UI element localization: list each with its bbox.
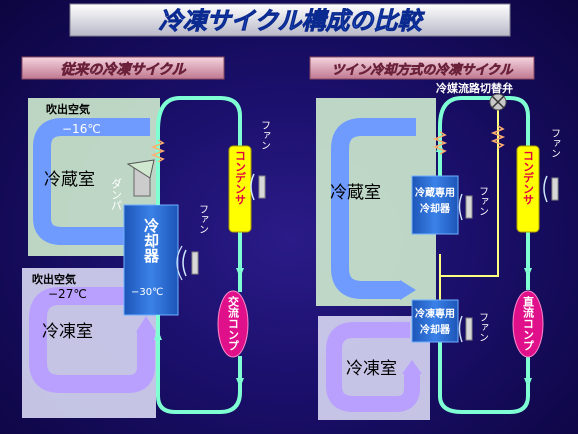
- fan-icon: [465, 195, 473, 219]
- cooler-temp: −30℃: [131, 287, 163, 298]
- fan-icon: [551, 177, 559, 201]
- right-pipe-bypass: [439, 104, 499, 300]
- freezer-cooler-label-1: 冷凍専用: [415, 307, 455, 320]
- fridge-cooler: 冷蔵専用 冷却器: [411, 175, 459, 235]
- fridge-cooler-label-2: 冷却器: [420, 202, 451, 215]
- left-heading: 従来の冷凍サイクル: [60, 61, 186, 78]
- right-fridge-airflow: [331, 118, 416, 299]
- freezer-label: 冷凍室: [42, 322, 93, 342]
- right-compressor-label: 直流コンプ: [522, 295, 535, 351]
- freezer-cooler-label-2: 冷却器: [420, 323, 451, 336]
- left-condenser-fan: ファン: [250, 120, 270, 201]
- left-panel: 従来の冷凍サイクル 吹出空気 −16℃ 冷蔵室 吹出空気 −27℃ 冷凍室 ダン…: [21, 56, 270, 418]
- right-condenser: コンデンサ: [516, 145, 540, 233]
- left-refrigerant-pipe: [156, 96, 242, 414]
- cooler-fan: ファン: [176, 204, 208, 281]
- right-heading: ツイン冷却方式の冷凍サイクル: [331, 62, 513, 78]
- freezer-air-label: 吹出空気: [32, 272, 76, 286]
- right-freezer-airflow: [326, 322, 420, 412]
- damper: ダンパ: [110, 159, 155, 211]
- left-heading-box: [21, 56, 225, 80]
- fridge-label: 冷蔵室: [44, 170, 95, 190]
- right-fridge-label: 冷蔵室: [330, 183, 381, 203]
- fridge-cooler-fan: ファン: [458, 186, 488, 221]
- left-capillary: [150, 139, 166, 163]
- valve-label: 冷媒流路切替弁: [436, 81, 513, 95]
- title-banner: 冷凍サイクル構成の比較: [69, 3, 511, 37]
- right-condenser-fan-label: ファン: [549, 128, 560, 158]
- fan-icon: [191, 251, 199, 275]
- left-compressor-label: 交流コンプ: [227, 295, 240, 351]
- left-compressor: 交流コンプ: [217, 290, 249, 358]
- page-title: 冷凍サイクル構成の比較: [159, 7, 426, 35]
- freezer-air-temp: −27℃: [48, 287, 87, 301]
- right-condenser-label: コンデンサ: [522, 150, 535, 205]
- fridge-airflow: [33, 118, 150, 245]
- left-condenser: コンデンサ: [228, 145, 252, 233]
- right-fridge-airflow-arrow: [400, 280, 416, 300]
- fridge-air-temp: −16℃: [62, 122, 101, 136]
- right-heading-box: [309, 56, 535, 80]
- left-condenser-label: コンデンサ: [234, 150, 247, 205]
- right-capillary-1: [432, 131, 448, 155]
- right-freezer-label: 冷凍室: [346, 359, 397, 379]
- right-panel: ツイン冷却方式の冷凍サイクル 冷蔵室 冷凍室 冷媒流路切替弁 冷蔵専用: [309, 56, 560, 420]
- right-compressor: 直流コンプ: [512, 290, 544, 358]
- right-capillary-2: [490, 125, 506, 149]
- right-freezer-airflow-arrow: [402, 360, 422, 374]
- right-condenser-fan: ファン: [543, 128, 560, 203]
- cooler-label: 冷却器: [142, 217, 160, 264]
- left-condenser-fan-label: ファン: [259, 120, 270, 150]
- fan-icon: [465, 317, 473, 341]
- switch-valve: 冷媒流路切替弁: [436, 81, 513, 111]
- damper-label: ダンパ: [110, 178, 123, 211]
- fan-icon: [258, 175, 266, 199]
- fridge-air-label: 吹出空気: [46, 102, 90, 116]
- freezer-airflow: [29, 287, 155, 393]
- cooler-fan-label: ファン: [197, 204, 208, 234]
- fridge-fan-label: ファン: [477, 186, 488, 216]
- fridge-cooler-label-1: 冷蔵専用: [415, 186, 455, 199]
- freezer-airflow-arrow: [136, 316, 156, 332]
- freezer-fan-label: ファン: [477, 312, 488, 342]
- right-refrigerant-pipe: [438, 96, 530, 414]
- freezer-cooler-fan: ファン: [458, 312, 488, 343]
- freezer-cooler: 冷凍専用 冷却器: [411, 299, 459, 343]
- cooler-unit: 冷却器 −30℃: [123, 204, 179, 316]
